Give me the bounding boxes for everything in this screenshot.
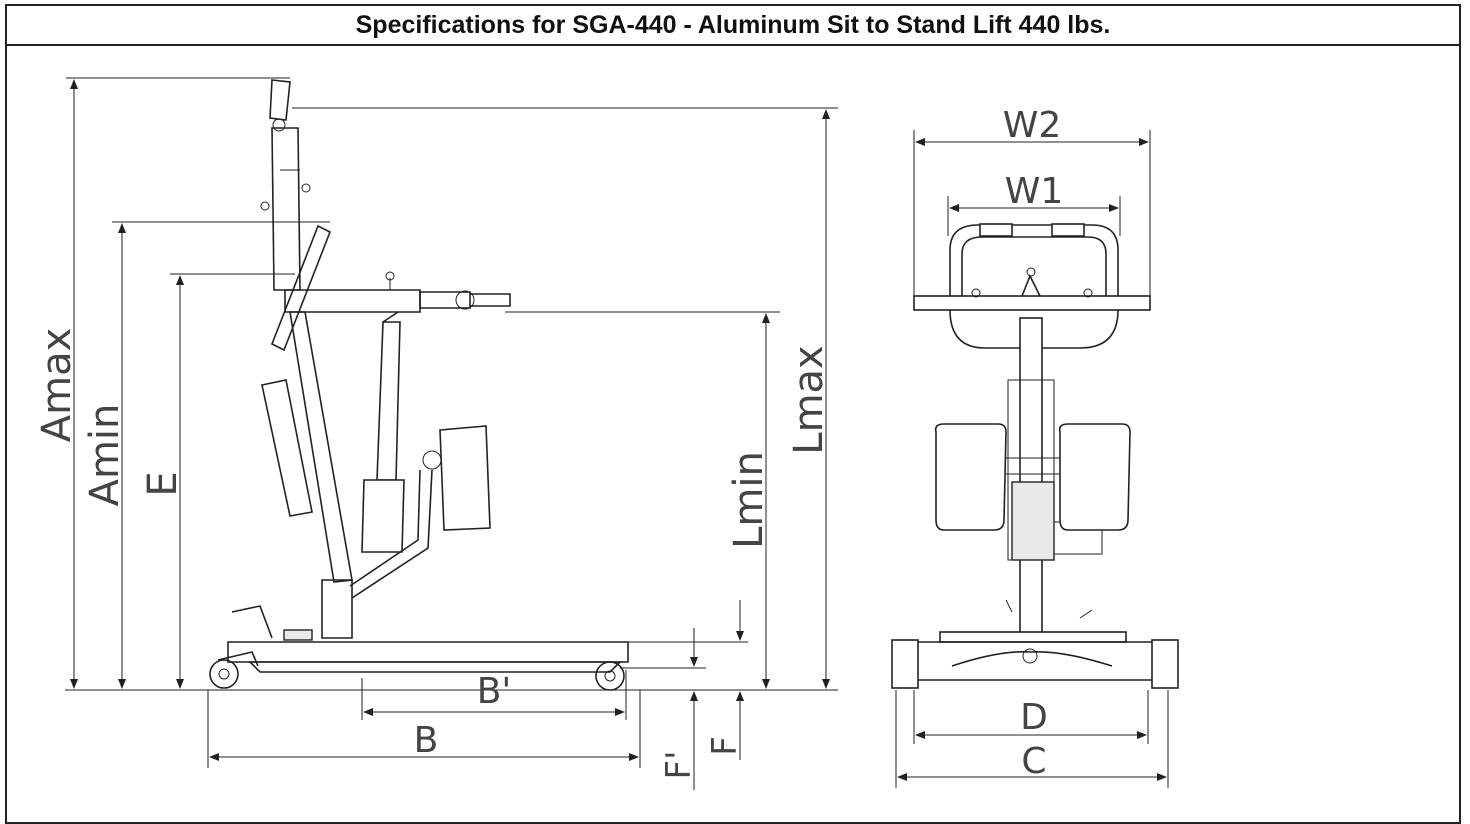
- label-d: D: [1020, 697, 1048, 738]
- label-amax: Amax: [34, 328, 80, 443]
- label-w2: W2: [1003, 105, 1062, 146]
- front-view-lift: [891, 223, 1179, 689]
- label-amin: Amin: [82, 404, 128, 507]
- label-lmin: Lmin: [726, 451, 772, 549]
- label-b: B: [414, 720, 439, 761]
- label-w1: W1: [1005, 171, 1064, 212]
- label-f: F: [705, 736, 745, 756]
- title-bar: Specifications for SGA-440 - Aluminum Si…: [7, 6, 1459, 46]
- side-view-dimensions: Amax Amin E Lmin Lmax F F' B' B: [34, 77, 838, 790]
- front-view-dimensions: W2 W1 D C: [895, 105, 1169, 788]
- label-e: E: [140, 471, 186, 496]
- label-b-prime: B': [477, 671, 512, 712]
- page-title: Specifications for SGA-440 - Aluminum Si…: [355, 10, 1111, 39]
- label-c: C: [1021, 741, 1046, 782]
- label-f-prime: F': [659, 751, 699, 780]
- side-view-lift: [209, 79, 629, 691]
- label-lmax: Lmax: [786, 345, 832, 454]
